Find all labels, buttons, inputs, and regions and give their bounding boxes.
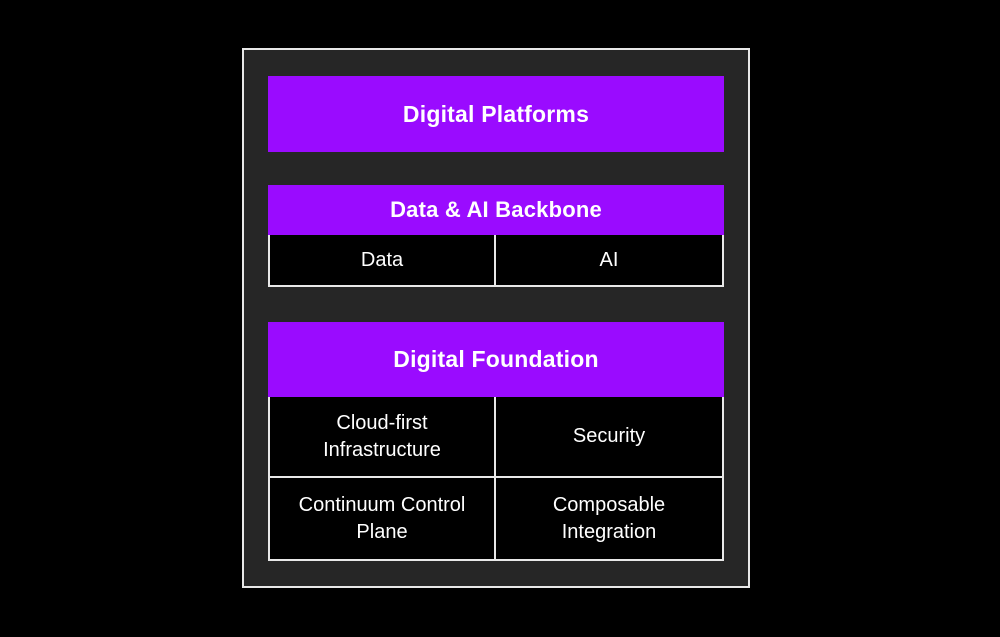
digital-foundation-band: Digital Foundation (268, 322, 724, 397)
digital-foundation-title: Digital Foundation (393, 346, 599, 372)
backbone-cell-label: AI (599, 248, 619, 271)
digital-platforms-band: Digital Platforms (268, 76, 724, 152)
backbone-cell-ai: AI (496, 235, 722, 285)
data-ai-backbone-title: Data & AI Backbone (390, 197, 602, 222)
foundation-cell-label: Cloud-first Infrastructure (323, 411, 441, 461)
foundation-cell-label: Composable Integration (552, 493, 666, 543)
data-ai-backbone-band: Data & AI Backbone (268, 185, 724, 235)
foundation-cell-control-plane: Continuum Control Plane (270, 478, 496, 559)
foundation-grid: Cloud-first Infrastructure Security Cont… (268, 397, 724, 561)
digital-platforms-title: Digital Platforms (402, 100, 590, 127)
backbone-cell-label: Data (360, 248, 404, 271)
foundation-cell-label: Security (572, 425, 646, 447)
foundation-cell-composable-integration: Composable Integration (496, 478, 722, 559)
foundation-cell-cloud-infrastructure: Cloud-first Infrastructure (270, 397, 496, 478)
backbone-grid: Data AI (268, 235, 724, 287)
backbone-cell-data: Data (270, 235, 496, 285)
foundation-cell-security: Security (496, 397, 722, 478)
foundation-cell-label: Continuum Control Plane (298, 493, 466, 543)
